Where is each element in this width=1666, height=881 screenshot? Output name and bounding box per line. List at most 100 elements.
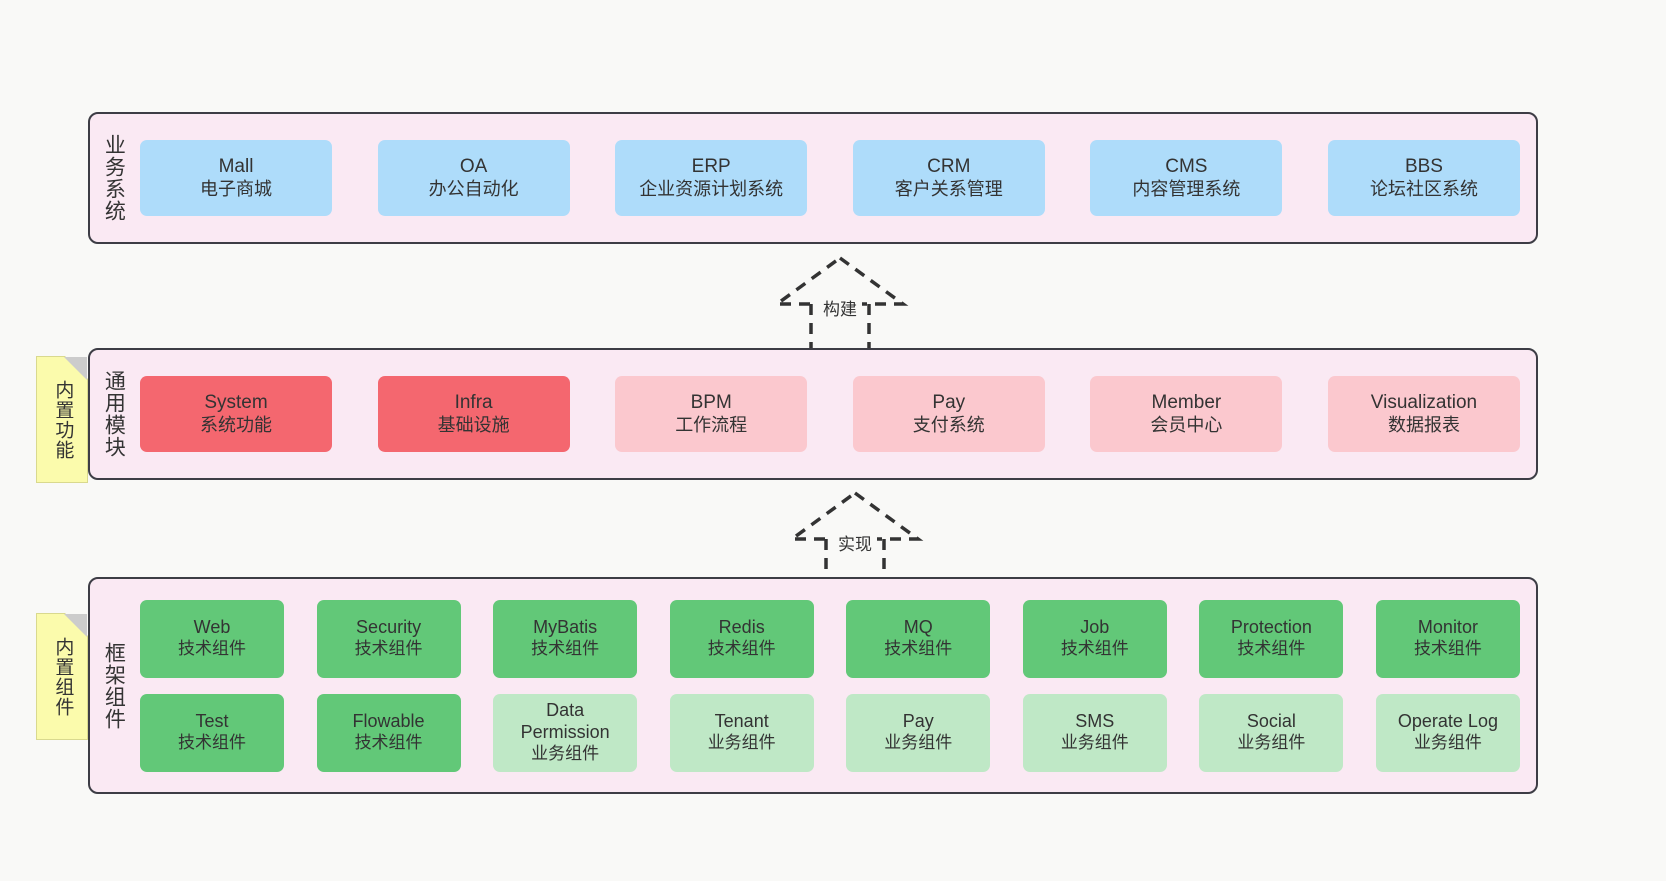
card-title: Data Permission [520, 700, 610, 743]
card-title: SMS [1075, 711, 1115, 732]
card-subtitle: 业务组件 [1060, 733, 1129, 753]
card-title: Operate Log [1397, 711, 1498, 732]
card-subtitle: 系统功能 [200, 414, 272, 435]
sticky-note-builtin-features: 内置功能 [36, 356, 88, 483]
card-subtitle: 技术组件 [178, 733, 246, 753]
layer-title-business-systems: 业务系统 [102, 134, 126, 222]
card-title: Infra [454, 392, 493, 414]
card-subtitle: 业务组件 [1237, 733, 1306, 753]
card-title: CMS [1165, 156, 1208, 178]
card-title: CRM [927, 156, 971, 178]
card-web[interactable]: Web 技术组件 [140, 599, 284, 678]
layer-body-framework-components: Web 技术组件 Security 技术组件 MyBatis 技术组件 Redi… [136, 579, 1536, 792]
card-title: BBS [1404, 156, 1443, 178]
card-title: Mall [218, 156, 254, 178]
card-mq[interactable]: MQ 技术组件 [846, 599, 991, 678]
layer-title-framework-components: 框架组件 [102, 641, 126, 730]
connector-implement-label: 实现 [833, 529, 877, 556]
card-title: Web [193, 617, 231, 638]
card-subtitle: 数据报表 [1387, 414, 1460, 435]
card-title: Redis [718, 617, 765, 638]
layer-common-modules: 通用模块 System 系统功能 Infra 基础设施 BPM 工作流程 Pay… [88, 348, 1538, 480]
card-tenant[interactable]: Tenant 业务组件 [669, 693, 814, 772]
card-subtitle: 办公自动化 [428, 178, 519, 199]
layer-framework-components: 框架组件 Web 技术组件 Security 技术组件 MyBatis 技术组件… [88, 577, 1538, 794]
card-pay[interactable]: Pay 支付系统 [852, 376, 1045, 452]
card-subtitle: 技术组件 [707, 639, 776, 659]
card-title: Pay [932, 392, 966, 414]
card-subtitle: 技术组件 [1413, 639, 1482, 659]
card-member[interactable]: Member 会员中心 [1090, 376, 1283, 452]
card-oa[interactable]: OA 办公自动化 [377, 140, 570, 216]
card-infra[interactable]: Infra 基础设施 [377, 376, 570, 452]
card-mybatis[interactable]: MyBatis 技术组件 [493, 599, 638, 678]
sticky-note-builtin-components: 内置组件 [36, 613, 88, 740]
layer-body-business-systems: Mall 电子商城 OA 办公自动化 ERP 企业资源计划系统 CRM 客户关系… [136, 114, 1536, 242]
card-title: BPM [690, 392, 732, 414]
framework-row-business: Test 技术组件 Flowable 技术组件 Data Permission … [140, 693, 1520, 772]
card-flowable[interactable]: Flowable 技术组件 [316, 693, 461, 772]
card-bbs[interactable]: BBS 论坛社区系统 [1327, 140, 1520, 216]
card-subtitle: 客户关系管理 [894, 178, 1003, 199]
card-title: Tenant [714, 711, 769, 732]
card-title: Visualization [1370, 392, 1478, 414]
card-title: ERP [691, 156, 731, 178]
card-monitor[interactable]: Monitor 技术组件 [1375, 599, 1520, 678]
card-protection[interactable]: Protection 技术组件 [1199, 599, 1344, 678]
card-bpm[interactable]: BPM 工作流程 [615, 376, 808, 452]
card-subtitle: 技术组件 [1060, 639, 1129, 659]
card-title: Job [1080, 617, 1110, 638]
layer-body-common-modules: System 系统功能 Infra 基础设施 BPM 工作流程 Pay 支付系统… [136, 350, 1536, 478]
card-subtitle: 电子商城 [200, 178, 272, 199]
framework-row-technical: Web 技术组件 Security 技术组件 MyBatis 技术组件 Redi… [140, 599, 1520, 678]
card-title: Protection [1230, 617, 1312, 638]
card-title: Test [195, 711, 229, 732]
card-subtitle: 业务组件 [1413, 733, 1482, 753]
card-subtitle: 业务组件 [884, 733, 953, 753]
card-mall[interactable]: Mall 电子商城 [140, 140, 332, 216]
connector-build: 构建 [755, 254, 925, 354]
card-title: Security [356, 617, 422, 638]
card-system[interactable]: System 系统功能 [140, 376, 332, 452]
layer-title-common-modules: 通用模块 [102, 370, 126, 458]
card-title: MyBatis [533, 617, 598, 638]
card-subtitle: 业务组件 [531, 744, 600, 764]
card-subtitle: 企业资源计划系统 [639, 178, 784, 199]
card-sms[interactable]: SMS 业务组件 [1022, 693, 1167, 772]
card-subtitle: 技术组件 [531, 639, 600, 659]
card-erp[interactable]: ERP 企业资源计划系统 [615, 140, 808, 216]
card-subtitle: 技术组件 [884, 639, 953, 659]
card-title: Flowable [352, 711, 425, 732]
card-cms[interactable]: CMS 内容管理系统 [1090, 140, 1283, 216]
card-subtitle: 内容管理系统 [1132, 178, 1241, 199]
card-subtitle: 会员中心 [1150, 414, 1223, 435]
card-redis[interactable]: Redis 技术组件 [669, 599, 814, 678]
card-operate-log[interactable]: Operate Log 业务组件 [1375, 693, 1520, 772]
card-title: System [204, 392, 268, 414]
card-title: Pay [902, 711, 934, 732]
card-title: Monitor [1417, 617, 1478, 638]
card-visualization[interactable]: Visualization 数据报表 [1327, 376, 1520, 452]
card-title: Member [1151, 392, 1222, 414]
card-pay-business[interactable]: Pay 业务组件 [846, 693, 991, 772]
card-subtitle: 支付系统 [912, 414, 985, 435]
card-subtitle: 工作流程 [675, 414, 748, 435]
card-subtitle: 基础设施 [437, 414, 510, 435]
card-title: OA [459, 156, 488, 178]
card-subtitle: 业务组件 [707, 733, 776, 753]
layer-business-systems: 业务系统 Mall 电子商城 OA 办公自动化 ERP 企业资源计划系统 CRM… [88, 112, 1538, 244]
card-job[interactable]: Job 技术组件 [1022, 599, 1167, 678]
connector-implement: 实现 [770, 489, 940, 589]
card-crm[interactable]: CRM 客户关系管理 [852, 140, 1045, 216]
card-security[interactable]: Security 技术组件 [316, 599, 461, 678]
connector-build-label: 构建 [818, 294, 862, 321]
card-subtitle: 技术组件 [354, 639, 423, 659]
card-subtitle: 技术组件 [178, 639, 246, 659]
card-subtitle: 技术组件 [354, 733, 423, 753]
card-title: Social [1246, 711, 1296, 732]
card-subtitle: 技术组件 [1237, 639, 1306, 659]
card-social[interactable]: Social 业务组件 [1199, 693, 1344, 772]
card-test[interactable]: Test 技术组件 [140, 693, 284, 772]
card-data-permission[interactable]: Data Permission 业务组件 [493, 693, 638, 772]
